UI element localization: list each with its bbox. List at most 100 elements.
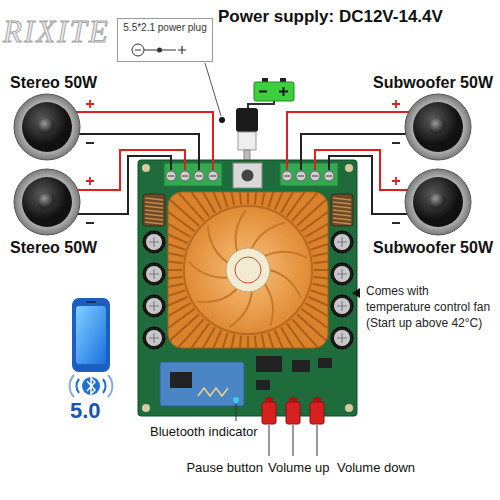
capacitor [331, 231, 353, 253]
leader-line [269, 425, 270, 456]
bluetooth-rune [87, 378, 95, 394]
capacitor-vent [337, 301, 347, 311]
spec-note: Power supply: DC12V-14.4V [218, 7, 443, 27]
speaker-dust-cap [429, 193, 447, 211]
part-name: 5.5*2.1 power plug [118, 22, 212, 34]
fan-blade [229, 292, 251, 327]
heatsink-fin [186, 192, 216, 213]
capacitor-vent [337, 269, 347, 279]
heatsink-fin [235, 192, 241, 204]
capacitor-top [334, 298, 350, 314]
heatsink-fin [168, 277, 182, 283]
speaker: Subwoofer 50W [355, 167, 495, 259]
screw-slot [182, 175, 188, 176]
speaker-wire [301, 134, 410, 170]
fan-blade [265, 252, 307, 258]
heatsink-fin [209, 192, 227, 207]
polarity-mark [86, 222, 94, 224]
polarity-mark [86, 142, 94, 144]
dc-socket-hole [242, 170, 254, 182]
speaker-heading: Stereo 50W [10, 74, 97, 92]
leader-line [293, 425, 294, 456]
minus-sign [259, 91, 267, 93]
heatsink-fin [292, 319, 328, 348]
heatsink [168, 192, 328, 348]
plug-box: 5.5*2.1 power plug [117, 18, 213, 62]
capacitor [143, 327, 165, 349]
terminal-screw [310, 171, 320, 181]
heatsink-fin [197, 192, 221, 210]
speaker-dust-cap [38, 193, 56, 211]
push-button [286, 402, 300, 424]
capacitor [331, 263, 353, 285]
heatsink-fin [168, 297, 188, 321]
coil-winding [333, 218, 351, 220]
plug-symbol [126, 41, 206, 59]
capacitor-top [334, 234, 350, 250]
button-cap [289, 397, 297, 403]
polarity-mark [392, 177, 400, 185]
fan-blade [189, 262, 228, 278]
terminal-screw [282, 171, 292, 181]
coil-winding [333, 214, 351, 216]
screw-slot [168, 175, 174, 176]
heatsink-fin [308, 297, 328, 321]
screw-slot [210, 175, 216, 176]
speaker-wire [329, 156, 410, 214]
capacitor [143, 263, 165, 285]
fan-hub [226, 248, 270, 292]
part-name: Volume down [337, 461, 415, 476]
bluetooth-chip [170, 372, 192, 388]
speaker-wire [75, 156, 171, 214]
heatsink-fin [168, 257, 182, 263]
inductor-coil [331, 194, 353, 226]
heatsink-fin [168, 208, 191, 238]
capacitor [331, 295, 353, 317]
speaker: Stereo 50W [6, 74, 121, 164]
speaker-dust-cap [429, 118, 447, 136]
bluetooth-version: 5.0 [70, 398, 101, 423]
capacitor [331, 327, 353, 349]
heatsink-fin [168, 192, 204, 221]
capacitor-vent [149, 237, 159, 247]
capacitor-vent [337, 237, 347, 247]
terminal-screw [166, 171, 176, 181]
polarity-mark [392, 222, 400, 224]
speaker-cone [413, 102, 463, 152]
screw-slot [326, 175, 332, 176]
terminal-screw [324, 171, 334, 181]
heatsink-fin [313, 244, 328, 256]
terminal-screw [194, 171, 204, 181]
heatsink-fin [287, 192, 322, 217]
leader-line [317, 425, 318, 456]
bluetooth-led [233, 397, 239, 403]
heatsink-fin [175, 323, 210, 348]
capacitor-top [146, 266, 162, 282]
polarity-mark [392, 142, 400, 144]
capacitor-top [334, 330, 350, 346]
speaker-cone [22, 177, 72, 227]
coil-winding [145, 202, 163, 204]
battery-icon [254, 82, 294, 101]
coil-winding [145, 198, 163, 200]
phone-body [72, 298, 110, 372]
phone-speaker [86, 301, 96, 303]
speaker: Subwoofer 50W [355, 74, 495, 164]
mounting-hole [345, 164, 353, 172]
mounting-hole [142, 164, 150, 172]
polarity-mark [392, 100, 400, 108]
speaker-cone [413, 177, 463, 227]
capacitor-top [146, 298, 162, 314]
button-cap [313, 397, 321, 403]
bluetooth-icon [82, 377, 100, 395]
callout-pointer [352, 288, 360, 298]
part-name: Bluetooth indicator [150, 425, 258, 440]
polarity-mark [86, 177, 94, 185]
inductor-coil [143, 194, 165, 226]
heatsink-fin [305, 303, 328, 333]
speaker-wire [75, 112, 213, 170]
mounting-hole [142, 404, 150, 412]
signal-wave [76, 379, 79, 393]
